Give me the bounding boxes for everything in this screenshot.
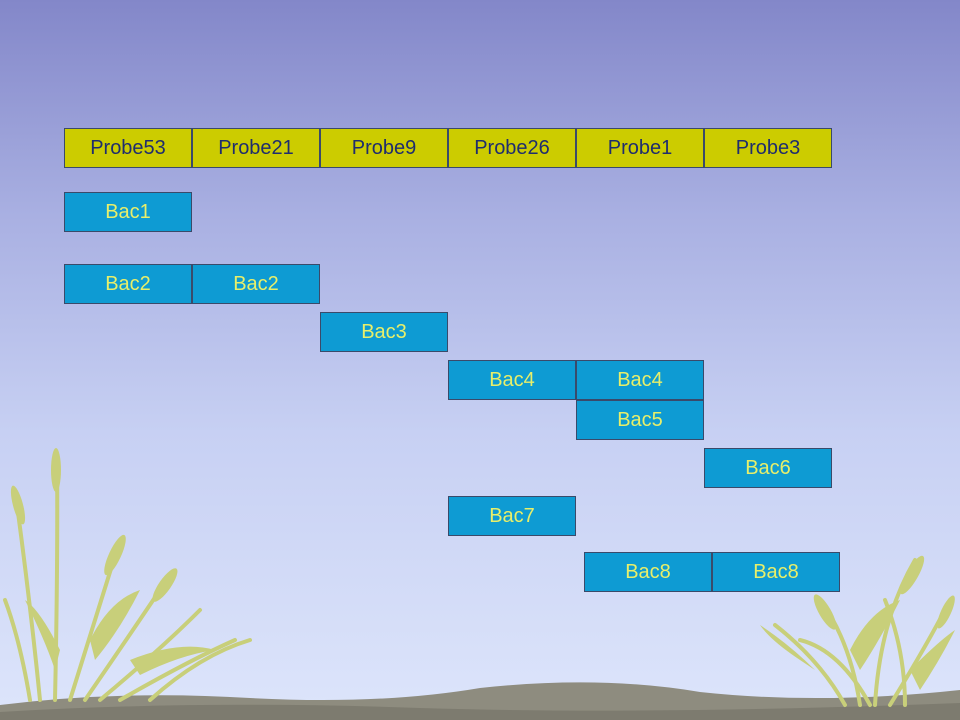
probe-cell-probe1: Probe1 [576,128,704,168]
bac4-cell-2: Bac4 [576,360,704,400]
probe-cell-probe26: Probe26 [448,128,576,168]
probe-cell-probe3: Probe3 [704,128,832,168]
bac5-cell: Bac5 [576,400,704,440]
bac6-cell: Bac6 [704,448,832,488]
bac4-cell-1: Bac4 [448,360,576,400]
probe-cell-probe53: Probe53 [64,128,192,168]
bac8-cell-1: Bac8 [584,552,712,592]
bac1-cell: Bac1 [64,192,192,232]
bac2-cell-1: Bac2 [64,264,192,304]
probe-cell-probe21: Probe21 [192,128,320,168]
probe-cell-probe9: Probe9 [320,128,448,168]
bac3-cell: Bac3 [320,312,448,352]
bac8-cell-2: Bac8 [712,552,840,592]
bac2-cell-2: Bac2 [192,264,320,304]
bac7-cell: Bac7 [448,496,576,536]
